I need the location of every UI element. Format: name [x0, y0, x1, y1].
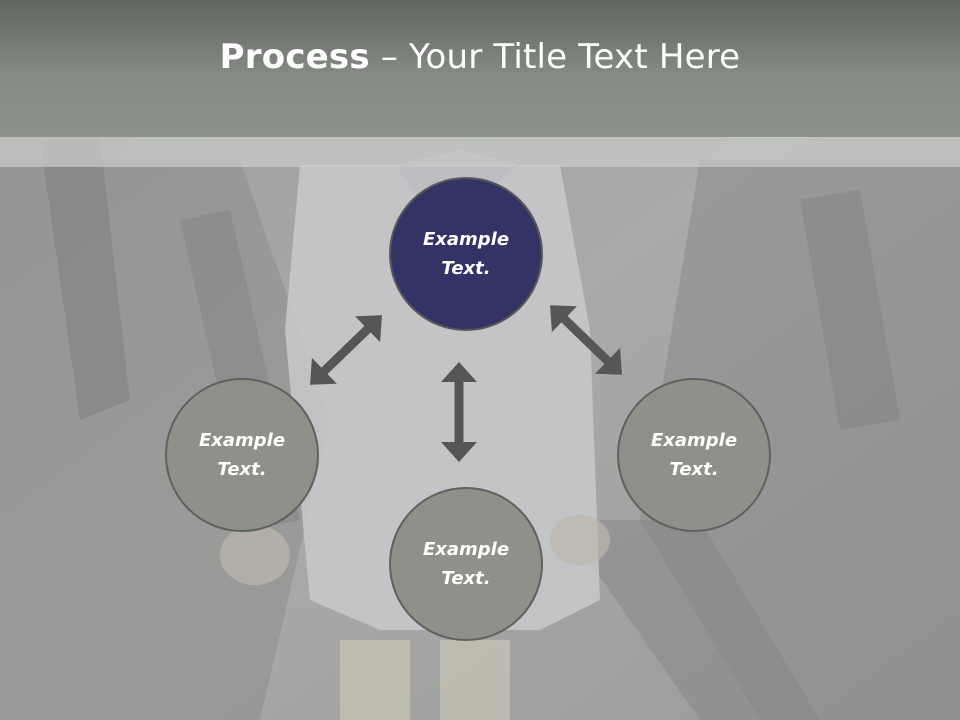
process-node-bottom: Example Text. [389, 487, 543, 641]
process-node-top: Example Text. [389, 177, 543, 331]
node-label: Example Text. [198, 430, 286, 480]
title-separator: – [369, 36, 410, 77]
slide-title: Process – Your Title Text Here [220, 37, 741, 77]
node-label: Example Text. [650, 430, 738, 480]
title-sub-band [0, 137, 960, 167]
title-bold-part: Process [219, 36, 370, 77]
node-label: Example Text. [422, 229, 510, 279]
title-band: Process – Your Title Text Here [0, 0, 960, 137]
node-label: Example Text. [422, 539, 510, 589]
process-node-left: Example Text. [165, 378, 319, 532]
process-node-right: Example Text. [617, 378, 771, 532]
title-rest: Your Title Text Here [409, 36, 741, 77]
